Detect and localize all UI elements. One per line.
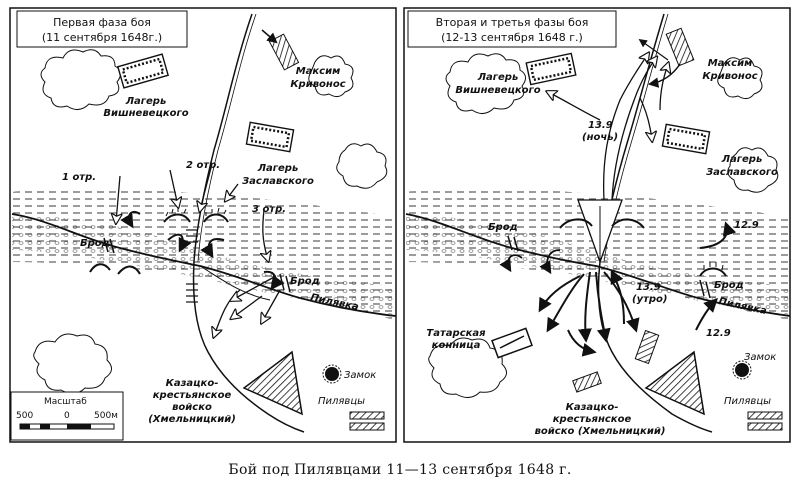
left-label-army-4: (Хмельницкий): [148, 414, 236, 425]
right-cossack-units: [572, 329, 660, 393]
right-road: [597, 13, 713, 433]
right-label-army-3: войско (Хмельницкий): [535, 426, 666, 437]
left-label-camp-zaslavsky-1: Лагерь: [257, 163, 299, 174]
right-night-arrows: [548, 54, 668, 201]
left-title-line2: (11 сентября 1648г.): [42, 31, 162, 44]
right-label-tatar-2: конница: [432, 340, 481, 351]
right-small-arrows: [499, 249, 561, 275]
right-label-maxim: Максим: [708, 58, 753, 69]
right-river: [405, 213, 791, 317]
left-label-krivonos: Кривонос: [290, 79, 345, 90]
right-label-ford-east: Брод: [714, 280, 744, 291]
right-krivonos-unit: [638, 27, 695, 88]
right-title-line2: (12-13 сентября 1648 г.): [441, 31, 583, 44]
right-label-date-morning-1: 13.9: [636, 282, 661, 293]
battle-map: Первая фаза боя (11 сентября 1648г.) Лаг…: [9, 7, 791, 443]
left-label-detachment-2: 2 отр.: [186, 160, 220, 171]
right-forest-zaslavsky: [717, 57, 779, 193]
left-krivonos-unit: [261, 29, 300, 71]
right-tatar-cavalry: [491, 327, 533, 359]
right-camp-vishnevetsky: [525, 52, 577, 86]
right-panel: Вторая и третья фазы боя (12-13 сентября…: [403, 7, 791, 443]
right-label-date-morning-2: (утро): [632, 294, 667, 305]
right-attack-arrows: [538, 221, 737, 357]
scale-tick-mid: 0: [64, 411, 70, 421]
left-label-maxim: Максим: [296, 66, 341, 77]
right-camp-zaslavsky: [661, 123, 711, 155]
left-forest-south: [33, 333, 112, 394]
right-label-camp-vishnevetsky-2: Вишневецкого: [455, 85, 540, 96]
right-town-icon: [747, 411, 783, 431]
left-forest-vishnevetsky: [40, 49, 121, 110]
left-attack-arrows: [116, 163, 281, 336]
left-label-ford-west: Брод: [80, 238, 110, 249]
left-title-box: Первая фаза боя (11 сентября 1648г.): [16, 10, 188, 48]
left-cossack-army: [242, 350, 303, 416]
left-road: [192, 13, 305, 433]
left-label-castle: Замок: [344, 370, 376, 381]
scale-tick-left: 500: [16, 411, 33, 421]
left-label-town: Пилявцы: [318, 396, 365, 407]
right-defense-ticks: [703, 262, 724, 271]
right-label-krivonos: Кривонос: [702, 71, 757, 82]
left-forest-zaslavsky: [308, 55, 388, 189]
right-defense-arcs: [559, 218, 727, 277]
left-label-camp-vishnevetsky-2: Вишневецкого: [103, 108, 188, 119]
right-label-castle: Замок: [744, 352, 776, 363]
left-camp-vishnevetsky: [116, 53, 170, 89]
right-label-date-12-9-top: 12.9: [734, 220, 759, 231]
right-castle-icon: [732, 360, 752, 380]
right-label-date-night-2: (ночь): [582, 132, 618, 143]
left-dam: [186, 229, 198, 303]
left-panel: Первая фаза боя (11 сентября 1648г.) Лаг…: [9, 7, 397, 443]
scale-tick-right: 500м: [94, 411, 118, 421]
left-label-army-1: Казацко-: [166, 378, 219, 389]
left-defense-arcs: [89, 213, 229, 275]
left-label-camp-vishnevetsky-1: Лагерь: [125, 96, 167, 107]
right-forest-vishnevetsky: [445, 53, 526, 114]
left-label-camp-zaslavsky-2: Заславского: [242, 176, 314, 187]
right-label-camp-zaslavsky-1: Лагерь: [721, 154, 763, 165]
left-town-icon: [349, 411, 385, 431]
scale-title: Масштаб: [44, 397, 87, 407]
right-label-date-12-9-bottom: 12.9: [706, 328, 731, 339]
left-retreat-arrows: [120, 210, 285, 291]
left-label-detachment-3: 3 отр.: [252, 204, 286, 215]
right-title-line1: Вторая и третья фазы боя: [436, 16, 589, 29]
right-label-camp-zaslavsky-2: Заславского: [706, 167, 778, 178]
left-label-army-3: войско: [172, 402, 212, 413]
left-label-detachment-1: 1 отр.: [62, 172, 96, 183]
right-label-ford-west: Брод: [488, 222, 518, 233]
left-ford-west: [103, 237, 115, 254]
right-crossing-wedge: [577, 199, 623, 264]
right-label-army-2: крестьянское: [553, 414, 632, 425]
right-label-town: Пилявцы: [724, 396, 771, 407]
right-ford-west: [507, 235, 519, 252]
right-label-tatar-1: Татарская: [426, 328, 486, 339]
right-cossack-army: [644, 350, 705, 416]
right-forest-south: [428, 337, 507, 398]
left-scale-box: Масштаб 500 0 500м: [10, 391, 124, 441]
right-title-box: Вторая и третья фазы боя (12-13 сентября…: [407, 10, 617, 48]
right-label-date-night-1: 13.9: [588, 120, 613, 131]
left-label-ford-east: Брод: [290, 276, 320, 287]
left-camp-zaslavsky: [245, 121, 295, 153]
left-castle-icon: [322, 364, 342, 384]
right-ford-east: [699, 279, 711, 299]
figure-caption: Бой под Пилявцами 11—13 сентября 1648 г.: [228, 462, 572, 478]
left-title-line1: Первая фаза боя: [53, 16, 151, 29]
left-defense-ticks: [165, 207, 227, 217]
left-label-army-2: крестьянское: [153, 390, 232, 401]
right-label-army-1: Казацко-: [566, 402, 619, 413]
right-label-camp-vishnevetsky-1: Лагерь: [477, 72, 519, 83]
